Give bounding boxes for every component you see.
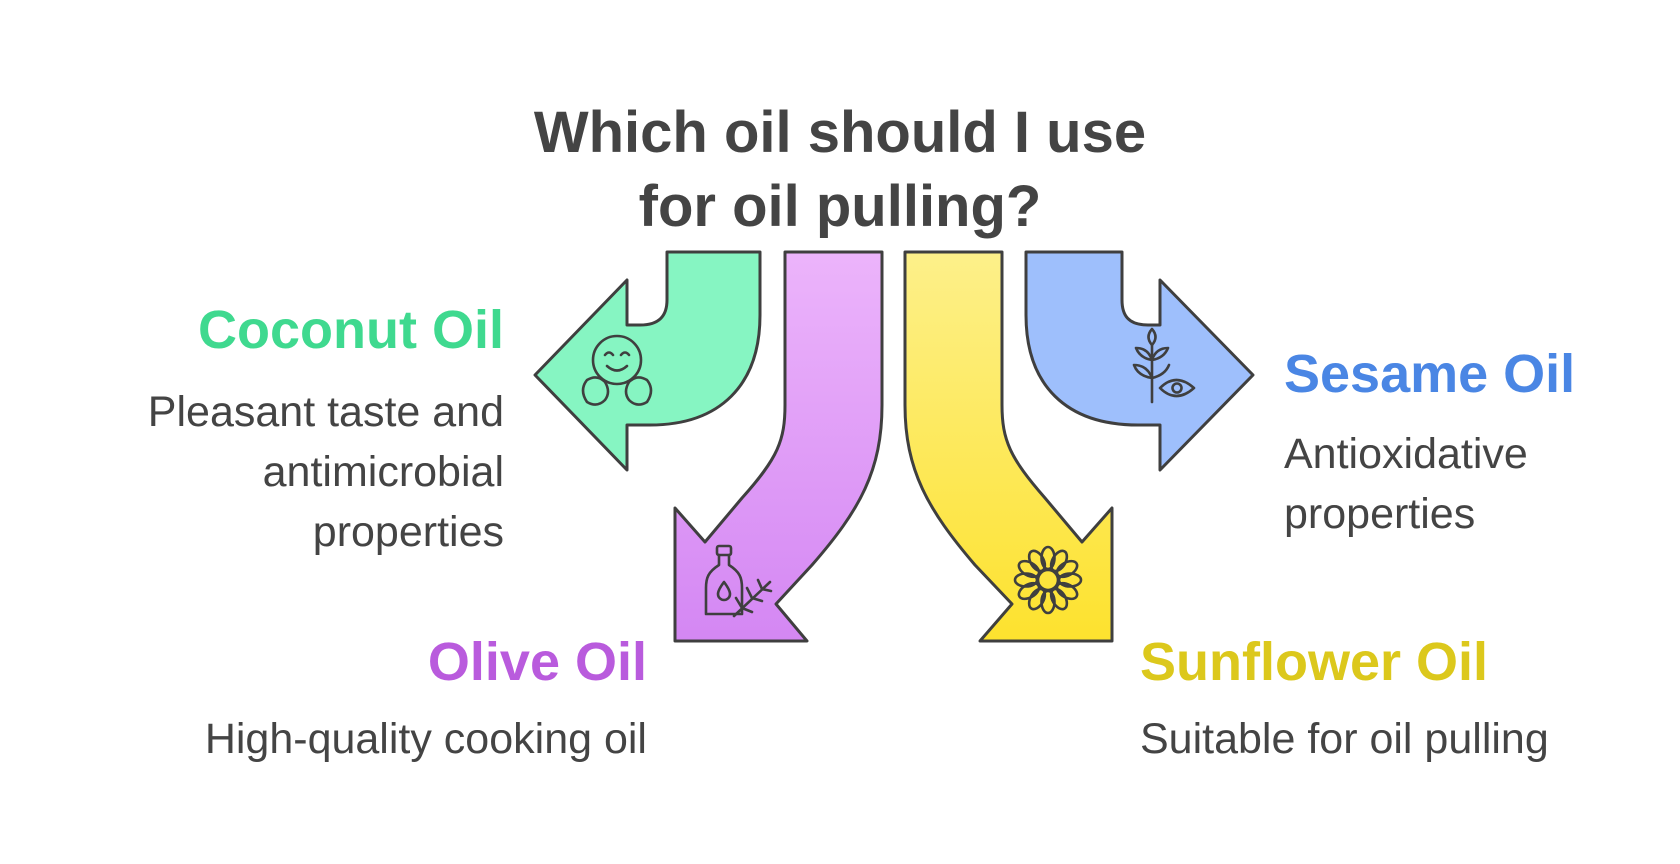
sunflower-desc-line-1: Suitable for oil pulling xyxy=(1140,715,1549,763)
sunflower-arrow xyxy=(903,250,1114,643)
title-line-1: Which oil should I use xyxy=(533,100,1147,165)
coconut-oil-heading: Coconut Oil xyxy=(198,300,504,360)
sunflower-oil-description: Suitable for oil pulling xyxy=(1140,709,1549,769)
sunflower-oil-heading: Sunflower Oil xyxy=(1140,632,1489,692)
oil-bottle-herb-icon xyxy=(704,544,773,618)
happy-face-hands-icon xyxy=(581,334,653,406)
sesame-arrow xyxy=(1024,250,1255,472)
title-line-2: for oil pulling? xyxy=(638,174,1042,239)
coconut-arrow xyxy=(533,250,762,472)
sesame-oil-description: Antioxidative properties xyxy=(1284,424,1528,544)
coconut-desc-line-3: properties xyxy=(312,508,504,556)
coconut-oil-description: Pleasant taste and antimicrobial propert… xyxy=(148,382,504,562)
sesame-oil-heading: Sesame Oil xyxy=(1284,344,1576,404)
olive-oil-heading: Olive Oil xyxy=(427,632,647,692)
coconut-desc-line-2: antimicrobial xyxy=(262,448,504,496)
sesame-desc-line-2: properties xyxy=(1284,490,1476,538)
olive-arrow xyxy=(673,250,884,643)
olive-oil-description: High-quality cooking oil xyxy=(205,709,647,769)
coconut-desc-line-1: Pleasant taste and xyxy=(147,388,504,436)
sesame-desc-line-1: Antioxidative xyxy=(1284,430,1528,478)
olive-desc-line-1: High-quality cooking oil xyxy=(204,715,647,763)
sunflower-icon xyxy=(1013,545,1083,615)
plant-eye-icon xyxy=(1132,327,1196,404)
diagram-title: Which oil should I use for oil pulling? xyxy=(0,96,1680,244)
